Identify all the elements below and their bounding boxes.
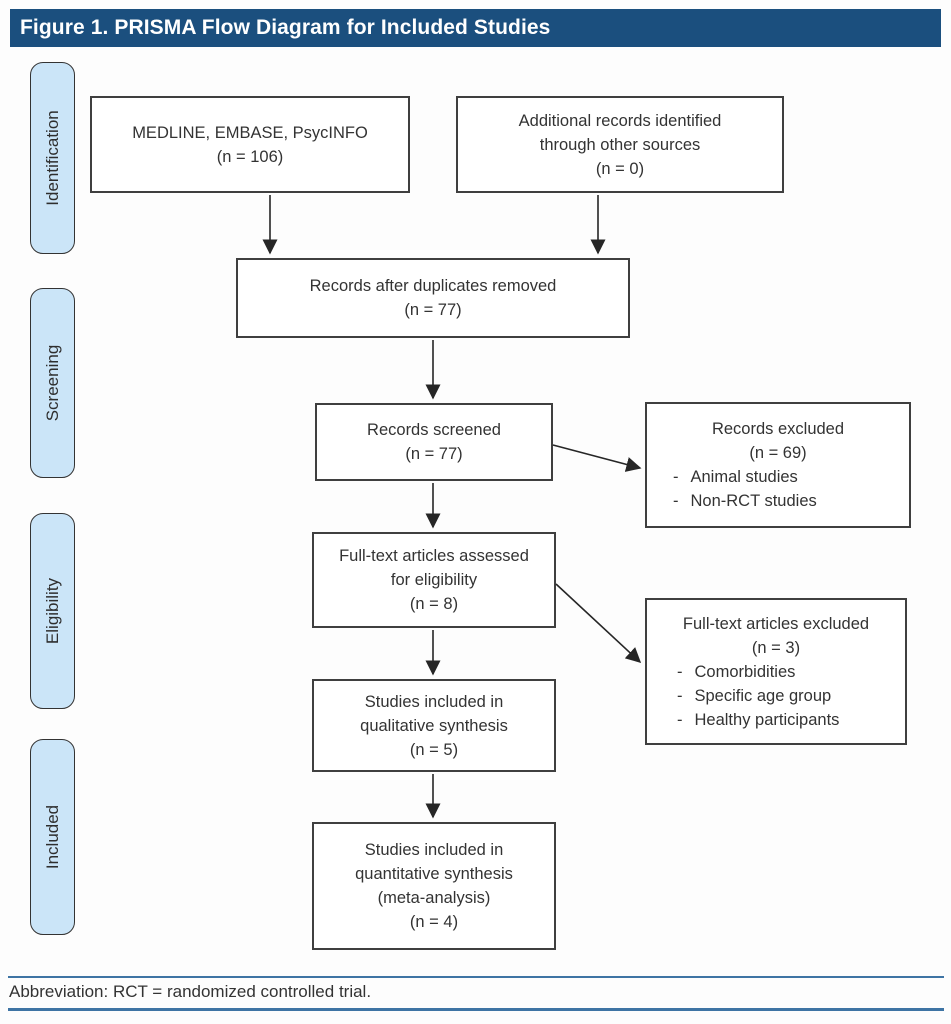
box-text-line: Records excluded: [711, 420, 845, 438]
box-text-line: Additional records identified: [518, 111, 722, 130]
box-text-line: Studies included in: [364, 841, 504, 859]
stage-label-eligibility: Eligibility: [30, 513, 75, 709]
bullet-text: Animal studies: [690, 468, 798, 486]
stage-label-included: Included: [30, 739, 75, 935]
bullet-text: Non-RCT studies: [690, 492, 817, 510]
flow-box-records-screened: Records screened (n = 77): [315, 403, 553, 481]
box-count: (n = 4): [409, 913, 459, 931]
arrow-fulltext-to-excluded: [555, 583, 642, 664]
flow-box-fulltext-excluded: Full-text articles excluded (n = 3) - Co…: [645, 598, 907, 745]
exclusion-reason-item: - Non-RCT studies: [673, 489, 909, 513]
box-text-line: quantitative synthesis: [355, 865, 513, 883]
flow-box-quantitative-synthesis: Studies included in quantitative synthes…: [312, 822, 556, 950]
bullet-text: Comorbidities: [694, 662, 796, 681]
box-count: (n = 69): [749, 444, 807, 462]
bullet-text: Specific age group: [694, 686, 832, 705]
box-text-line: Records screened: [367, 421, 501, 439]
bullet-dash: -: [677, 710, 683, 729]
stage-label-identification: Identification: [30, 62, 75, 254]
box-count: (n = 106): [216, 147, 284, 166]
box-text-line: qualitative synthesis: [360, 716, 508, 735]
box-count: (n = 0): [595, 159, 645, 178]
box-text-line: MEDLINE, EMBASE, PsycINFO: [132, 123, 368, 142]
footer-divider-top: [8, 976, 944, 978]
figure-title-bar: Figure 1. PRISMA Flow Diagram for Includ…: [10, 9, 941, 47]
arrow-screened-to-excluded: [552, 444, 642, 472]
figure-title: Figure 1. PRISMA Flow Diagram for Includ…: [20, 16, 551, 39]
stage-label-text: Included: [42, 804, 62, 870]
bullet-dash: -: [673, 468, 679, 486]
flow-box-duplicates-removed: Records after duplicates removed (n = 77…: [236, 258, 630, 338]
bullet-dash: -: [677, 686, 683, 705]
exclusion-reason-list: - Animal studies - Non-RCT studies: [647, 465, 909, 513]
box-count: (n = 5): [409, 740, 459, 759]
stage-label-text: Eligibility: [42, 577, 62, 645]
bullet-dash: -: [673, 492, 679, 510]
stage-label-screening: Screening: [30, 288, 75, 478]
box-count: (n = 77): [405, 445, 463, 463]
exclusion-reason-item: - Comorbidities: [677, 660, 905, 684]
box-count: (n = 3): [751, 638, 801, 657]
box-count: (n = 8): [409, 595, 459, 613]
flow-box-fulltext-assessed: Full-text articles assessed for eligibil…: [312, 532, 556, 628]
footer-divider-bottom: [8, 1008, 944, 1011]
exclusion-reason-item: - Animal studies: [673, 465, 909, 489]
stage-label-text: Screening: [42, 344, 62, 422]
exclusion-reason-list: - Comorbidities - Specific age group - H…: [647, 660, 905, 732]
bullet-text: Healthy participants: [694, 710, 840, 729]
box-text-line: through other sources: [539, 135, 701, 154]
box-count: (n = 77): [404, 301, 462, 319]
exclusion-reason-item: - Specific age group: [677, 684, 905, 708]
exclusion-reason-item: - Healthy participants: [677, 708, 905, 732]
flow-box-database-records: MEDLINE, EMBASE, PsycINFO (n = 106): [90, 96, 410, 193]
box-text-line: (meta-analysis): [377, 889, 491, 907]
stage-label-text: Identification: [42, 110, 62, 206]
box-text-line: Full-text articles excluded: [682, 614, 870, 633]
box-text-line: for eligibility: [390, 571, 478, 589]
flow-box-additional-records: Additional records identified through ot…: [456, 96, 784, 193]
flow-box-records-excluded: Records excluded (n = 69) - Animal studi…: [645, 402, 911, 528]
bullet-dash: -: [677, 662, 683, 681]
box-text-line: Studies included in: [364, 692, 504, 711]
abbreviation-note: Abbreviation: RCT = randomized controlle…: [9, 982, 372, 1001]
flow-box-qualitative-synthesis: Studies included in qualitative synthesi…: [312, 679, 556, 772]
box-text-line: Full-text articles assessed: [339, 547, 529, 565]
box-text-line: Records after duplicates removed: [309, 277, 557, 295]
